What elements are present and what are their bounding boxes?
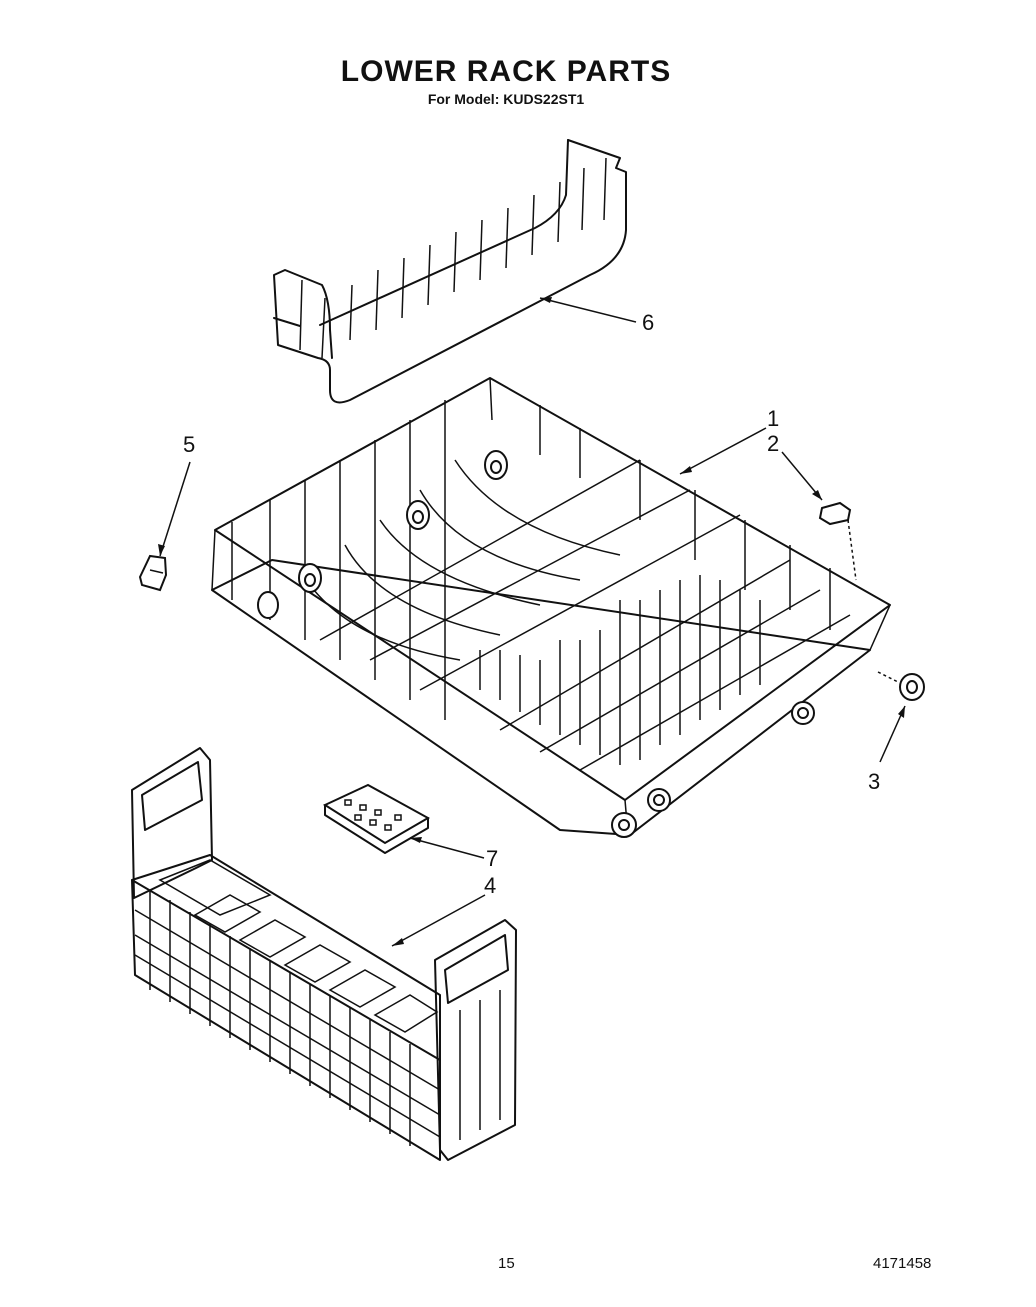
document-number: 4171458	[873, 1255, 932, 1272]
callout-3: 3	[868, 769, 880, 794]
callout-4: 4	[484, 873, 496, 898]
page-title: LOWER RACK PARTS	[340, 55, 672, 88]
part-2-clip	[818, 501, 857, 581]
part-4-silverware-basket	[131, 747, 517, 1161]
callout-6: 6	[642, 310, 654, 335]
part-7-insert	[322, 783, 431, 854]
part-1-lower-rack	[211, 377, 891, 838]
model-subtitle: For Model: KUDS22ST1	[427, 91, 585, 107]
callout-5: 5	[183, 432, 195, 457]
leader-lines	[158, 297, 906, 947]
part-5-end-cap	[138, 554, 168, 592]
callout-1: 1	[767, 406, 779, 431]
part-6-tine-row	[273, 139, 627, 404]
part-3-wheel	[877, 671, 925, 701]
page-number: 15	[498, 1255, 515, 1272]
callout-2: 2	[767, 431, 779, 456]
callout-labels: 1 2 3 4 5 6 7	[183, 310, 880, 898]
callout-7: 7	[486, 846, 498, 871]
